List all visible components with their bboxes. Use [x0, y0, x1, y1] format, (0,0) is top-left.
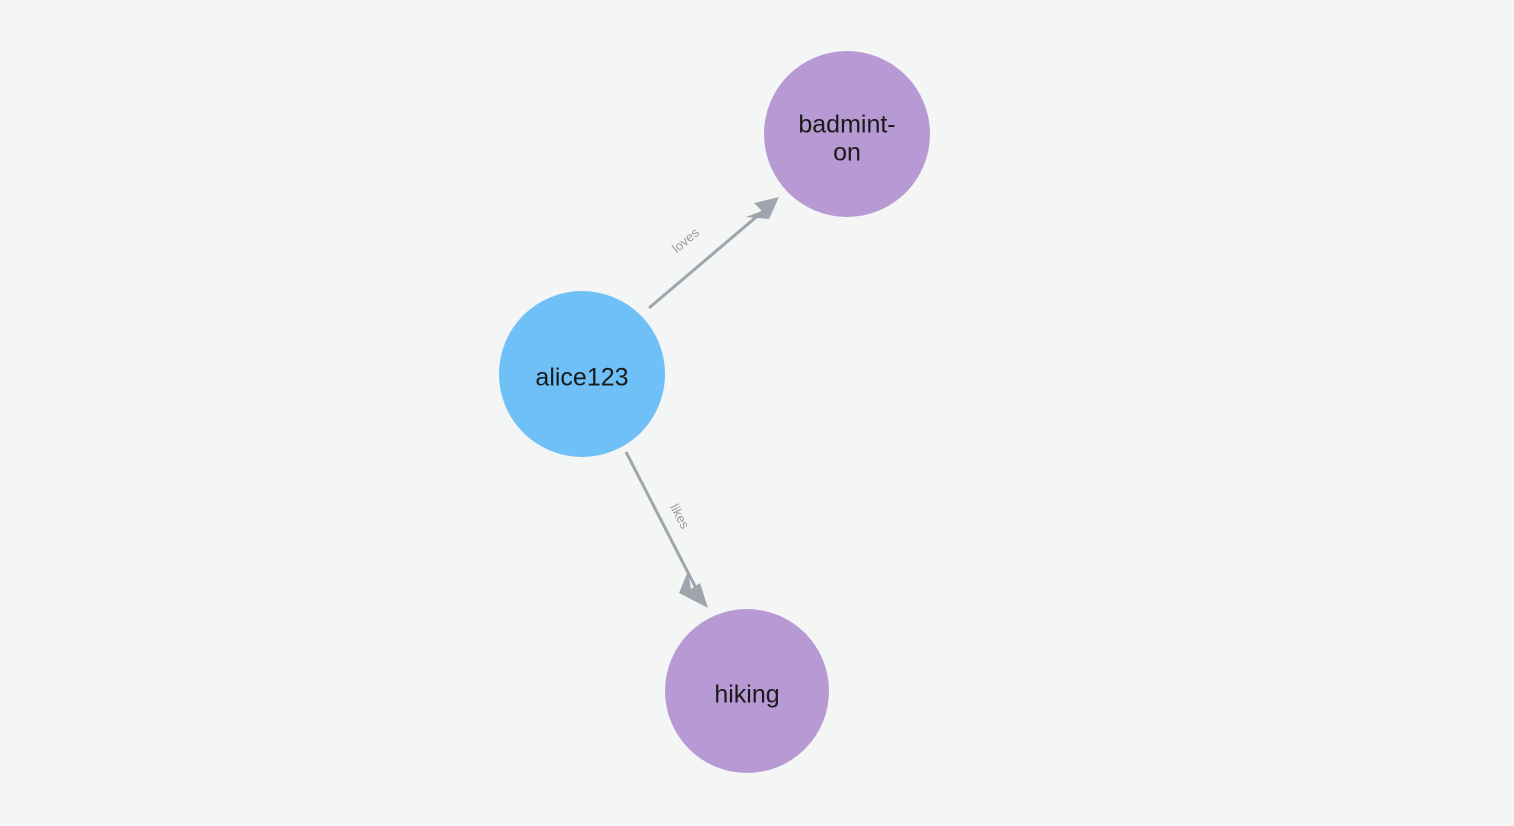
- edge-line: [648, 205, 769, 310]
- node-circle[interactable]: [764, 51, 930, 217]
- node-circle[interactable]: [665, 609, 829, 773]
- edge-alice123-likes-hiking[interactable]: likes: [624, 451, 708, 608]
- arrowhead-icon: [679, 571, 708, 608]
- graph-node-badminton[interactable]: badmint- on: [764, 51, 930, 217]
- edge-label-loves: loves: [669, 224, 702, 255]
- graph-node-hiking[interactable]: hiking: [665, 609, 829, 773]
- graph-node-alice123[interactable]: alice123: [499, 291, 665, 457]
- node-circle[interactable]: [499, 291, 665, 457]
- edge-alice123-loves-badminton[interactable]: loves: [648, 197, 779, 310]
- arrowhead-icon: [746, 197, 779, 219]
- edge-line: [624, 451, 700, 593]
- edge-label-likes: likes: [667, 501, 693, 531]
